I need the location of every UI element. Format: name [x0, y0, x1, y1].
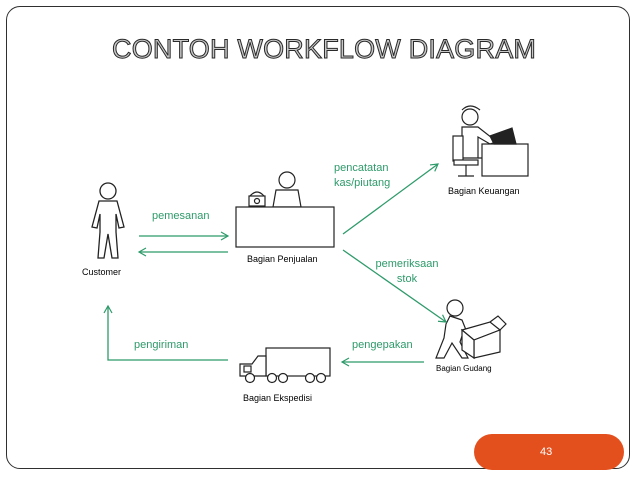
arrow-pemeriksaan: [342, 249, 447, 323]
customer-icon: [91, 182, 125, 259]
flow-label-pengepakan: pengepakan: [352, 339, 413, 351]
flow-label-pemesanan: pemesanan: [152, 210, 210, 222]
label-gudang: Bagian Gudang: [436, 364, 492, 373]
flow-label-pencatatan-line2: kas/piutang: [334, 177, 391, 189]
flow-label-pemeriksaan-line2: stok: [396, 273, 418, 285]
arrow-pencatatan: [342, 163, 439, 235]
penjualan-desk-icon: [235, 171, 335, 248]
page-title: CONTOH WORKFLOW DIAGRAM: [111, 34, 537, 65]
slide-frame: [6, 6, 630, 469]
label-keuangan: Bagian Keuangan: [448, 186, 520, 196]
page-number-badge: 43: [474, 434, 624, 470]
page-number: 43: [540, 446, 553, 458]
flow-label-pencatatan: pencatatan kas/piutang: [334, 161, 390, 191]
flow-label-pemeriksaan: pemeriksaan stok: [372, 257, 442, 287]
gudang-worker-icon: [435, 299, 507, 360]
label-customer: Customer: [82, 267, 122, 277]
flow-label-pengiriman: pengiriman: [134, 339, 189, 351]
label-ekspedisi: Bagian Ekspedisi: [243, 393, 313, 403]
keuangan-office-icon: [452, 105, 529, 177]
truck-icon: [239, 347, 331, 384]
flow-label-pencatatan-line1: pencatatan: [334, 162, 389, 174]
flow-label-pemeriksaan-line1: pemeriksaan: [375, 258, 439, 270]
label-penjualan: Bagian Penjualan: [247, 254, 318, 264]
arrow-pengiriman: [103, 304, 228, 361]
